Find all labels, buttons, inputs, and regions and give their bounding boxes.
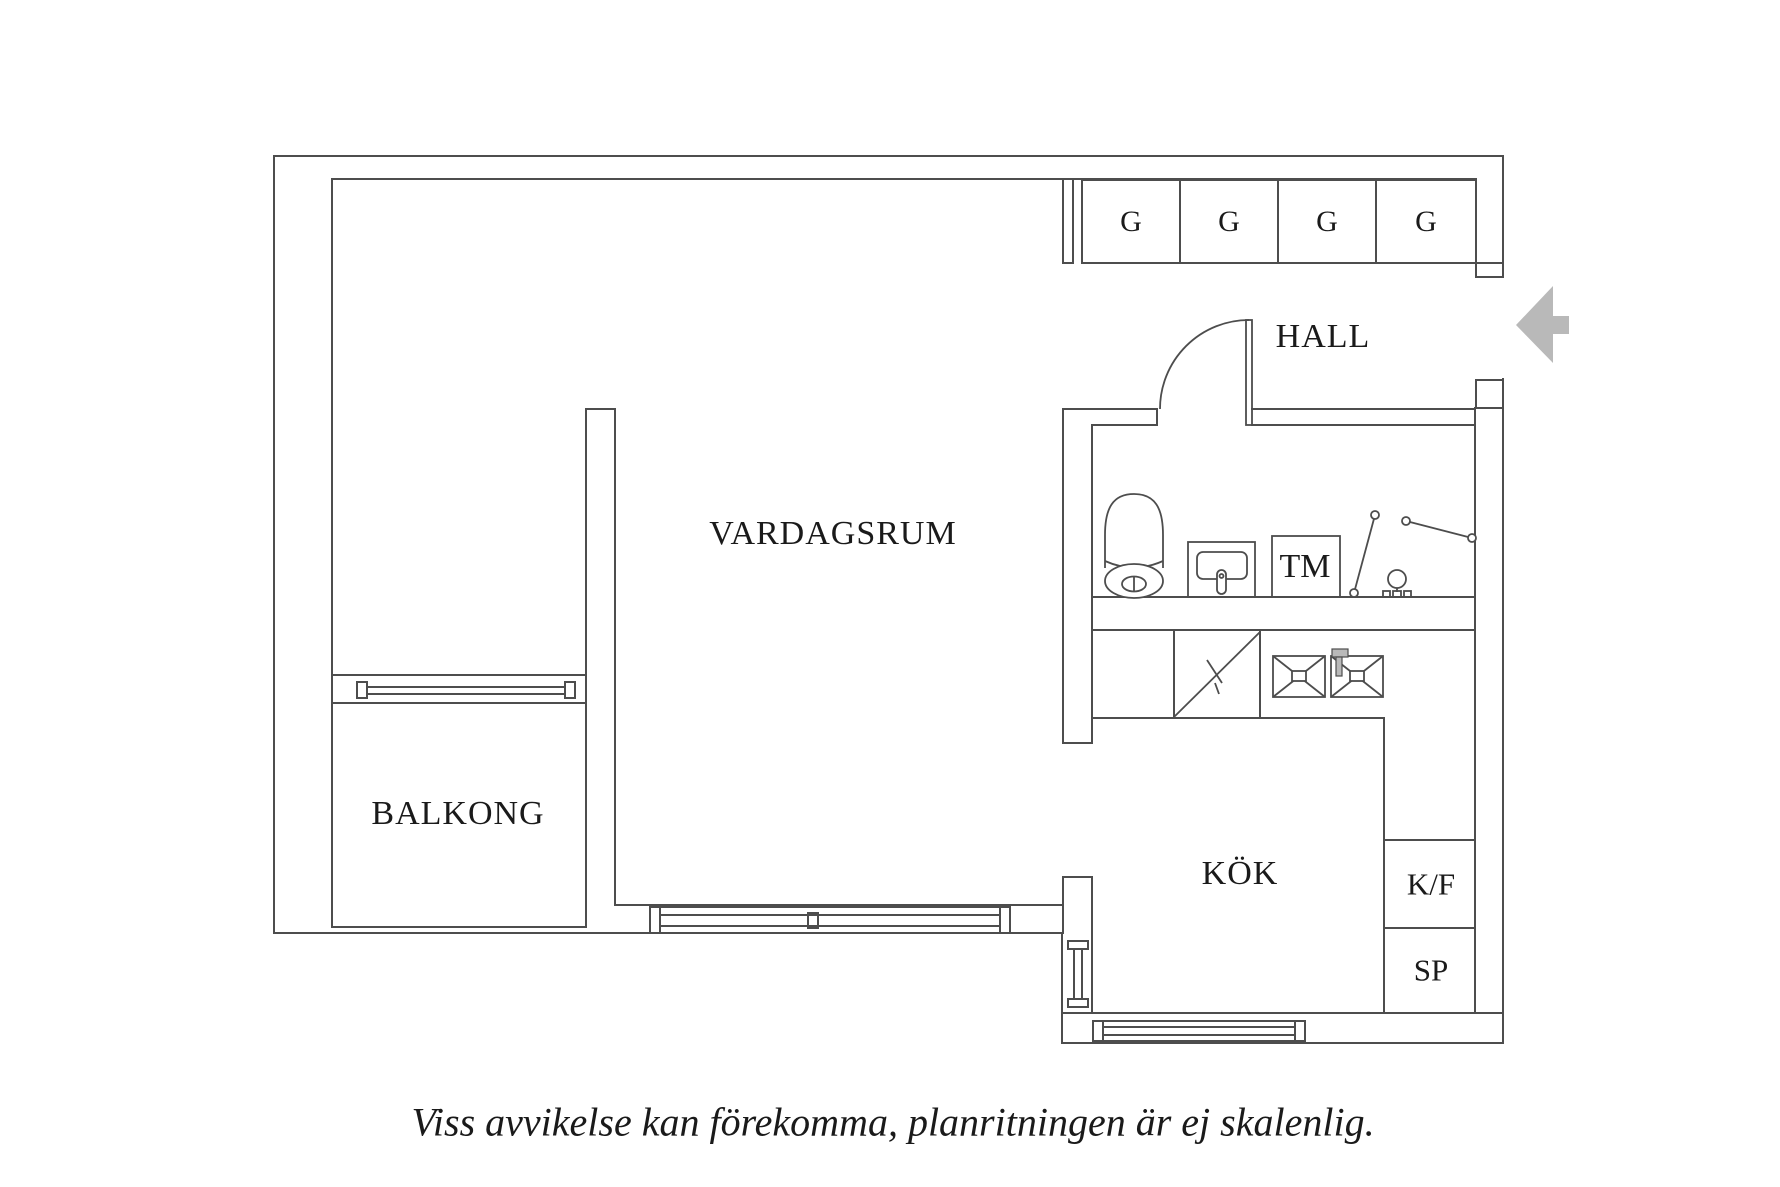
hall-label: HALL (1275, 318, 1371, 355)
stove-label: SP (1413, 952, 1449, 988)
entrance-jut-top (1475, 262, 1504, 278)
balcony-door-window (356, 681, 576, 699)
washbasin-icon (1187, 541, 1256, 598)
drying-rack-icon (1349, 510, 1477, 598)
living-room-window (649, 906, 1011, 934)
kitchen-sinks-icon (1272, 648, 1384, 698)
toilet-icon (1104, 493, 1164, 599)
balcony-label: BALKONG (371, 795, 545, 832)
kitchen-label: KÖK (1201, 855, 1279, 892)
outer-walls (273, 155, 1504, 1044)
disclaimer-caption: Viss avvikelse kan förekomma, planritnin… (411, 1099, 1375, 1145)
door-swing-arc (1159, 319, 1250, 410)
washing-machine (1271, 535, 1341, 598)
wardrobe-label-3: G (1316, 205, 1338, 238)
entrance-arrow-icon (1516, 286, 1569, 363)
kitchen-bottom-window (1092, 1020, 1306, 1042)
kitchen-counter (1091, 629, 1476, 1014)
entrance-door (1159, 319, 1253, 426)
shower-mixer-icon (1382, 569, 1412, 598)
counter-tick (1206, 659, 1223, 695)
entrance-jut-bottom (1475, 379, 1504, 409)
window-mullion (807, 912, 819, 929)
living-room-label: VARDAGSRUM (709, 515, 957, 552)
wardrobe-closets (1081, 179, 1477, 264)
wardrobe-label-2: G (1218, 205, 1240, 238)
inner-walls (331, 178, 1504, 1014)
washing-machine-label: TM (1279, 548, 1331, 585)
wardrobe-label-1: G (1120, 205, 1142, 238)
kitchen-side-window (1067, 940, 1089, 1008)
fridge-freezer-label: K/F (1406, 866, 1456, 902)
faucet-icon (1331, 648, 1349, 677)
wardrobe-label-4: G (1415, 205, 1437, 238)
